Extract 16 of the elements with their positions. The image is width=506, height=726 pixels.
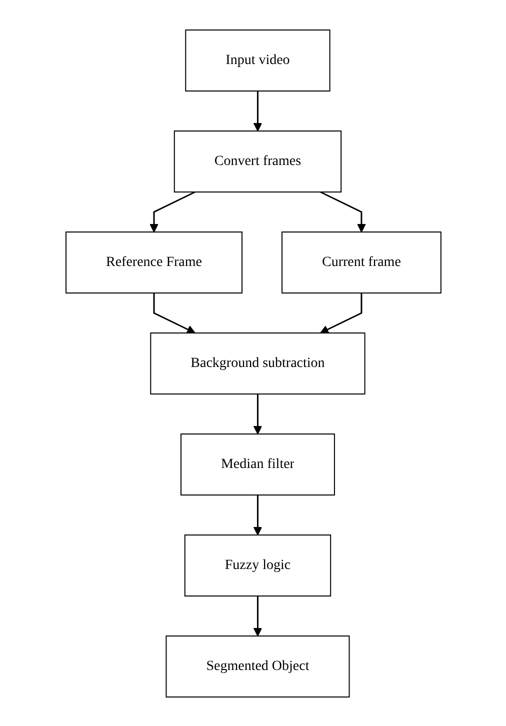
arrow xyxy=(252,494,262,535)
arrow xyxy=(320,190,366,232)
node-box: Segmented Object xyxy=(165,635,350,697)
arrow xyxy=(252,596,262,636)
arrow xyxy=(252,394,262,434)
arrow xyxy=(320,292,362,333)
node-box: Reference Frame xyxy=(65,231,242,293)
node-box: Fuzzy logic xyxy=(184,534,331,596)
node-box: Background subtraction xyxy=(150,332,365,394)
arrow xyxy=(252,90,262,131)
node-box: Convert frames xyxy=(173,130,342,192)
node-box: Median filter xyxy=(180,433,334,495)
arrow xyxy=(152,292,196,333)
node-box: Current frame xyxy=(281,231,441,293)
arrow xyxy=(149,190,195,232)
node-box: Input video xyxy=(184,29,330,91)
